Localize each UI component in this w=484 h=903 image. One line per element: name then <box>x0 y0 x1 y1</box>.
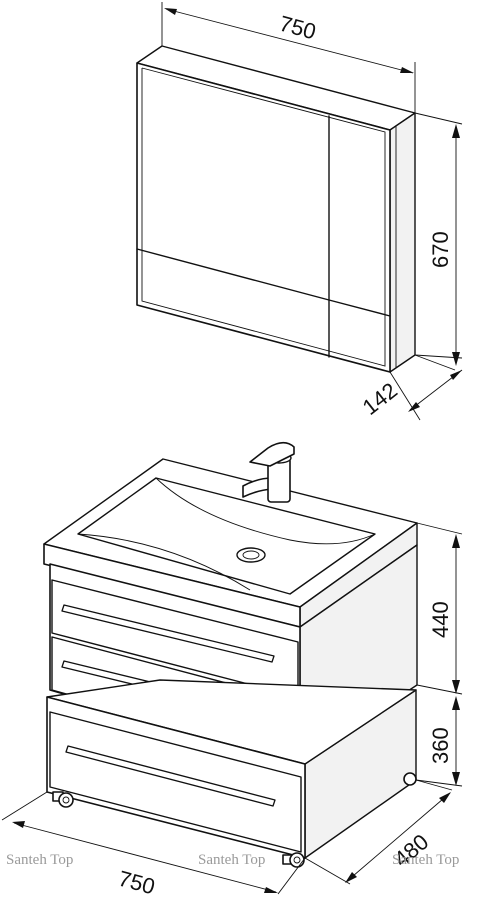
mirror-depth-label: 142 <box>358 378 402 420</box>
mirror-cabinet <box>136 45 416 373</box>
vanity-unit <box>43 441 418 868</box>
casters <box>52 772 417 868</box>
vanity-height-label: 440 <box>428 601 453 638</box>
watermark-center: Santeh Top <box>198 852 265 868</box>
faucet <box>242 441 295 503</box>
base-height-label: 360 <box>428 727 453 764</box>
base-width-label: 750 <box>116 866 158 900</box>
dimension-lines <box>1 2 463 895</box>
mirror-height-label: 670 <box>428 231 453 268</box>
watermark-right: Santeh Top <box>392 852 459 868</box>
watermark-left: Santeh Top <box>6 852 73 868</box>
